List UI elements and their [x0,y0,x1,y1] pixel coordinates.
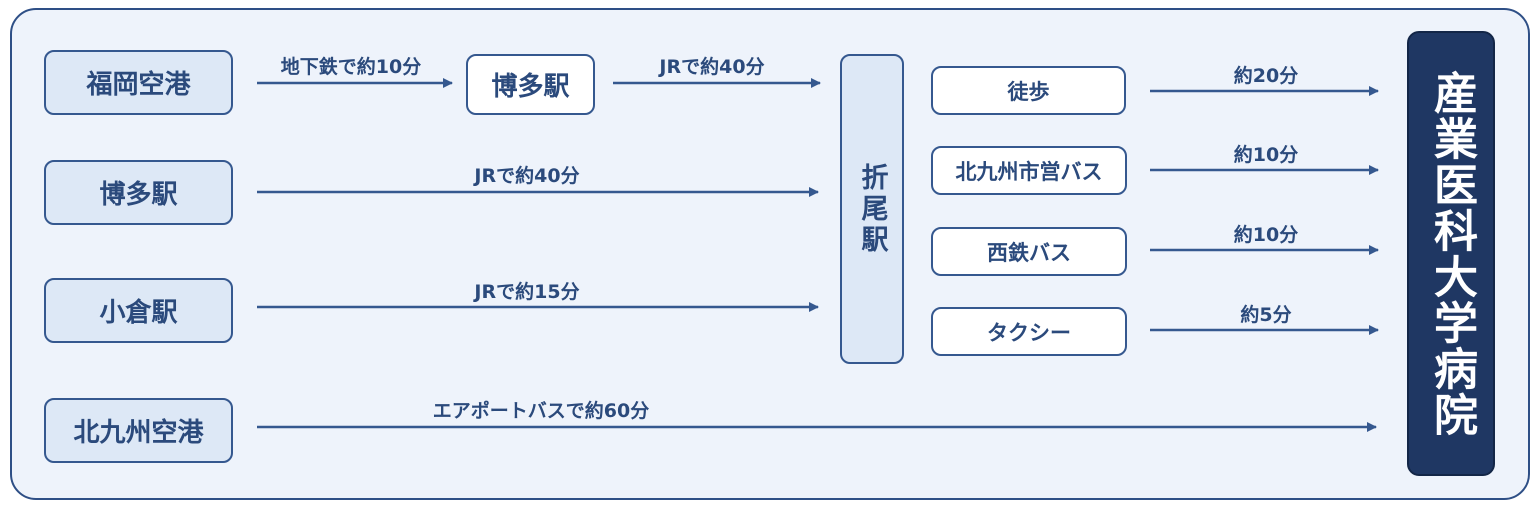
node-hakata-transfer-label: 博多駅 [491,72,570,102]
node-hakata-station-label: 博多駅 [99,180,178,210]
edge-label-fukuoka-hakata: 地下鉄で約10分 [280,56,422,78]
node-mode-taxi: タクシー [931,307,1127,356]
node-hakata-station: 博多駅 [44,160,233,225]
node-orio-station-label: 折尾駅 [856,162,888,256]
node-orio-station: 折尾駅 [840,54,904,364]
node-kitakyushu-airport-label: 北九州空港 [73,418,204,448]
node-destination-hospital-label: 産業医科大学病院 [1426,69,1477,438]
edge-label-kokura-orio: JRで約15分 [474,281,580,303]
node-destination-hospital: 産業医科大学病院 [1407,31,1495,476]
node-mode-city-bus-label: 北九州市営バス [955,159,1103,184]
node-fukuoka-airport-label: 福岡空港 [86,70,191,100]
node-fukuoka-airport: 福岡空港 [44,50,233,115]
node-mode-walk-label: 徒歩 [1007,79,1050,104]
node-kokura-station: 小倉駅 [44,278,233,343]
edge-label-nishitetsu-time: 約10分 [1233,224,1299,246]
node-mode-taxi-label: タクシー [987,320,1071,345]
node-kitakyushu-airport: 北九州空港 [44,398,233,463]
edge-label-walk-time: 約20分 [1233,65,1299,87]
edge-label-kitakyushu-dest: エアポートバスで約60分 [432,400,650,422]
node-mode-walk: 徒歩 [931,66,1126,115]
edge-label-hakata-orio-2: JRで約40分 [474,165,580,187]
edge-label-city-bus-time: 約10分 [1233,144,1299,166]
edge-label-taxi-time: 約5分 [1240,304,1292,326]
node-kokura-station-label: 小倉駅 [99,298,178,328]
node-mode-nishitetsu-bus: 西鉄バス [931,227,1127,276]
node-mode-city-bus: 北九州市営バス [931,146,1127,195]
node-hakata-transfer: 博多駅 [466,54,595,115]
edge-label-hakata-orio-1: JRで約40分 [659,56,765,78]
node-mode-nishitetsu-bus-label: 西鉄バス [987,240,1071,265]
